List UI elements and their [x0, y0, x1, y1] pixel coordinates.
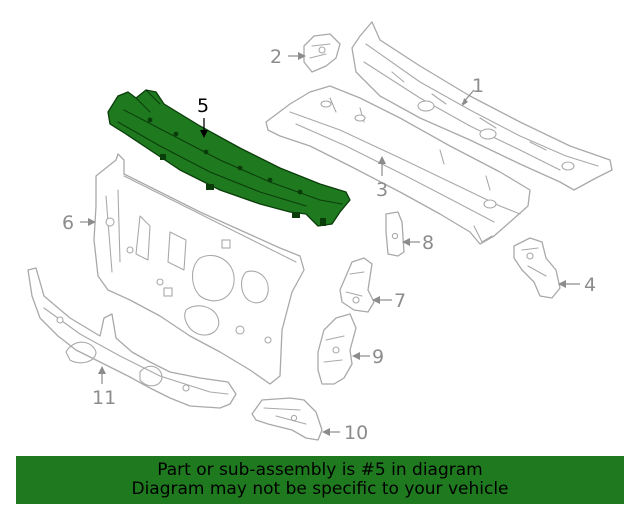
part-2-bracket[interactable] — [303, 33, 341, 73]
part-10-bracket[interactable] — [251, 397, 323, 441]
callout-2: 2 — [270, 46, 306, 68]
fitment-notice-banner: Part or sub-assembly is #5 in diagram Di… — [16, 456, 624, 504]
callout-number-1: 1 — [472, 75, 484, 97]
callout-number-11: 11 — [92, 387, 116, 409]
banner-line-1: Part or sub-assembly is #5 in diagram — [157, 460, 483, 480]
part-3-cowl-panel[interactable] — [265, 85, 531, 245]
callout-10: 10 — [322, 422, 368, 444]
part-11-cross-member[interactable] — [27, 267, 237, 409]
part-6-dash-panel[interactable] — [93, 153, 305, 385]
parts-diagram: 1 2 3 4 5 6 7 8 9 10 — [27, 21, 613, 444]
callout-number-2: 2 — [270, 46, 282, 68]
callout-9: 9 — [352, 346, 384, 368]
callout-5: 5 — [197, 95, 209, 138]
callout-number-5: 5 — [197, 95, 209, 117]
callout-8: 8 — [402, 232, 434, 254]
callout-1: 1 — [461, 75, 484, 106]
callout-number-10: 10 — [344, 422, 368, 444]
callout-4: 4 — [558, 274, 596, 296]
part-5-cowl-cross-member[interactable] — [107, 89, 351, 227]
callout-number-9: 9 — [372, 346, 384, 368]
part-4-side-bracket[interactable] — [513, 237, 561, 299]
callout-11: 11 — [92, 366, 116, 409]
callout-number-6: 6 — [62, 212, 74, 234]
part-8-plate[interactable] — [385, 211, 405, 257]
callout-6: 6 — [62, 212, 96, 234]
part-7-bracket[interactable] — [339, 257, 375, 313]
callout-7: 7 — [372, 290, 406, 312]
callout-3: 3 — [376, 156, 388, 201]
callout-number-3: 3 — [376, 179, 388, 201]
callout-number-7: 7 — [394, 290, 406, 312]
callout-number-8: 8 — [422, 232, 434, 254]
banner-line-2: Diagram may not be specific to your vehi… — [131, 479, 509, 499]
part-1-cowl-grille[interactable] — [351, 21, 613, 191]
part-9-brace[interactable] — [317, 313, 357, 385]
callout-number-4: 4 — [584, 274, 596, 296]
